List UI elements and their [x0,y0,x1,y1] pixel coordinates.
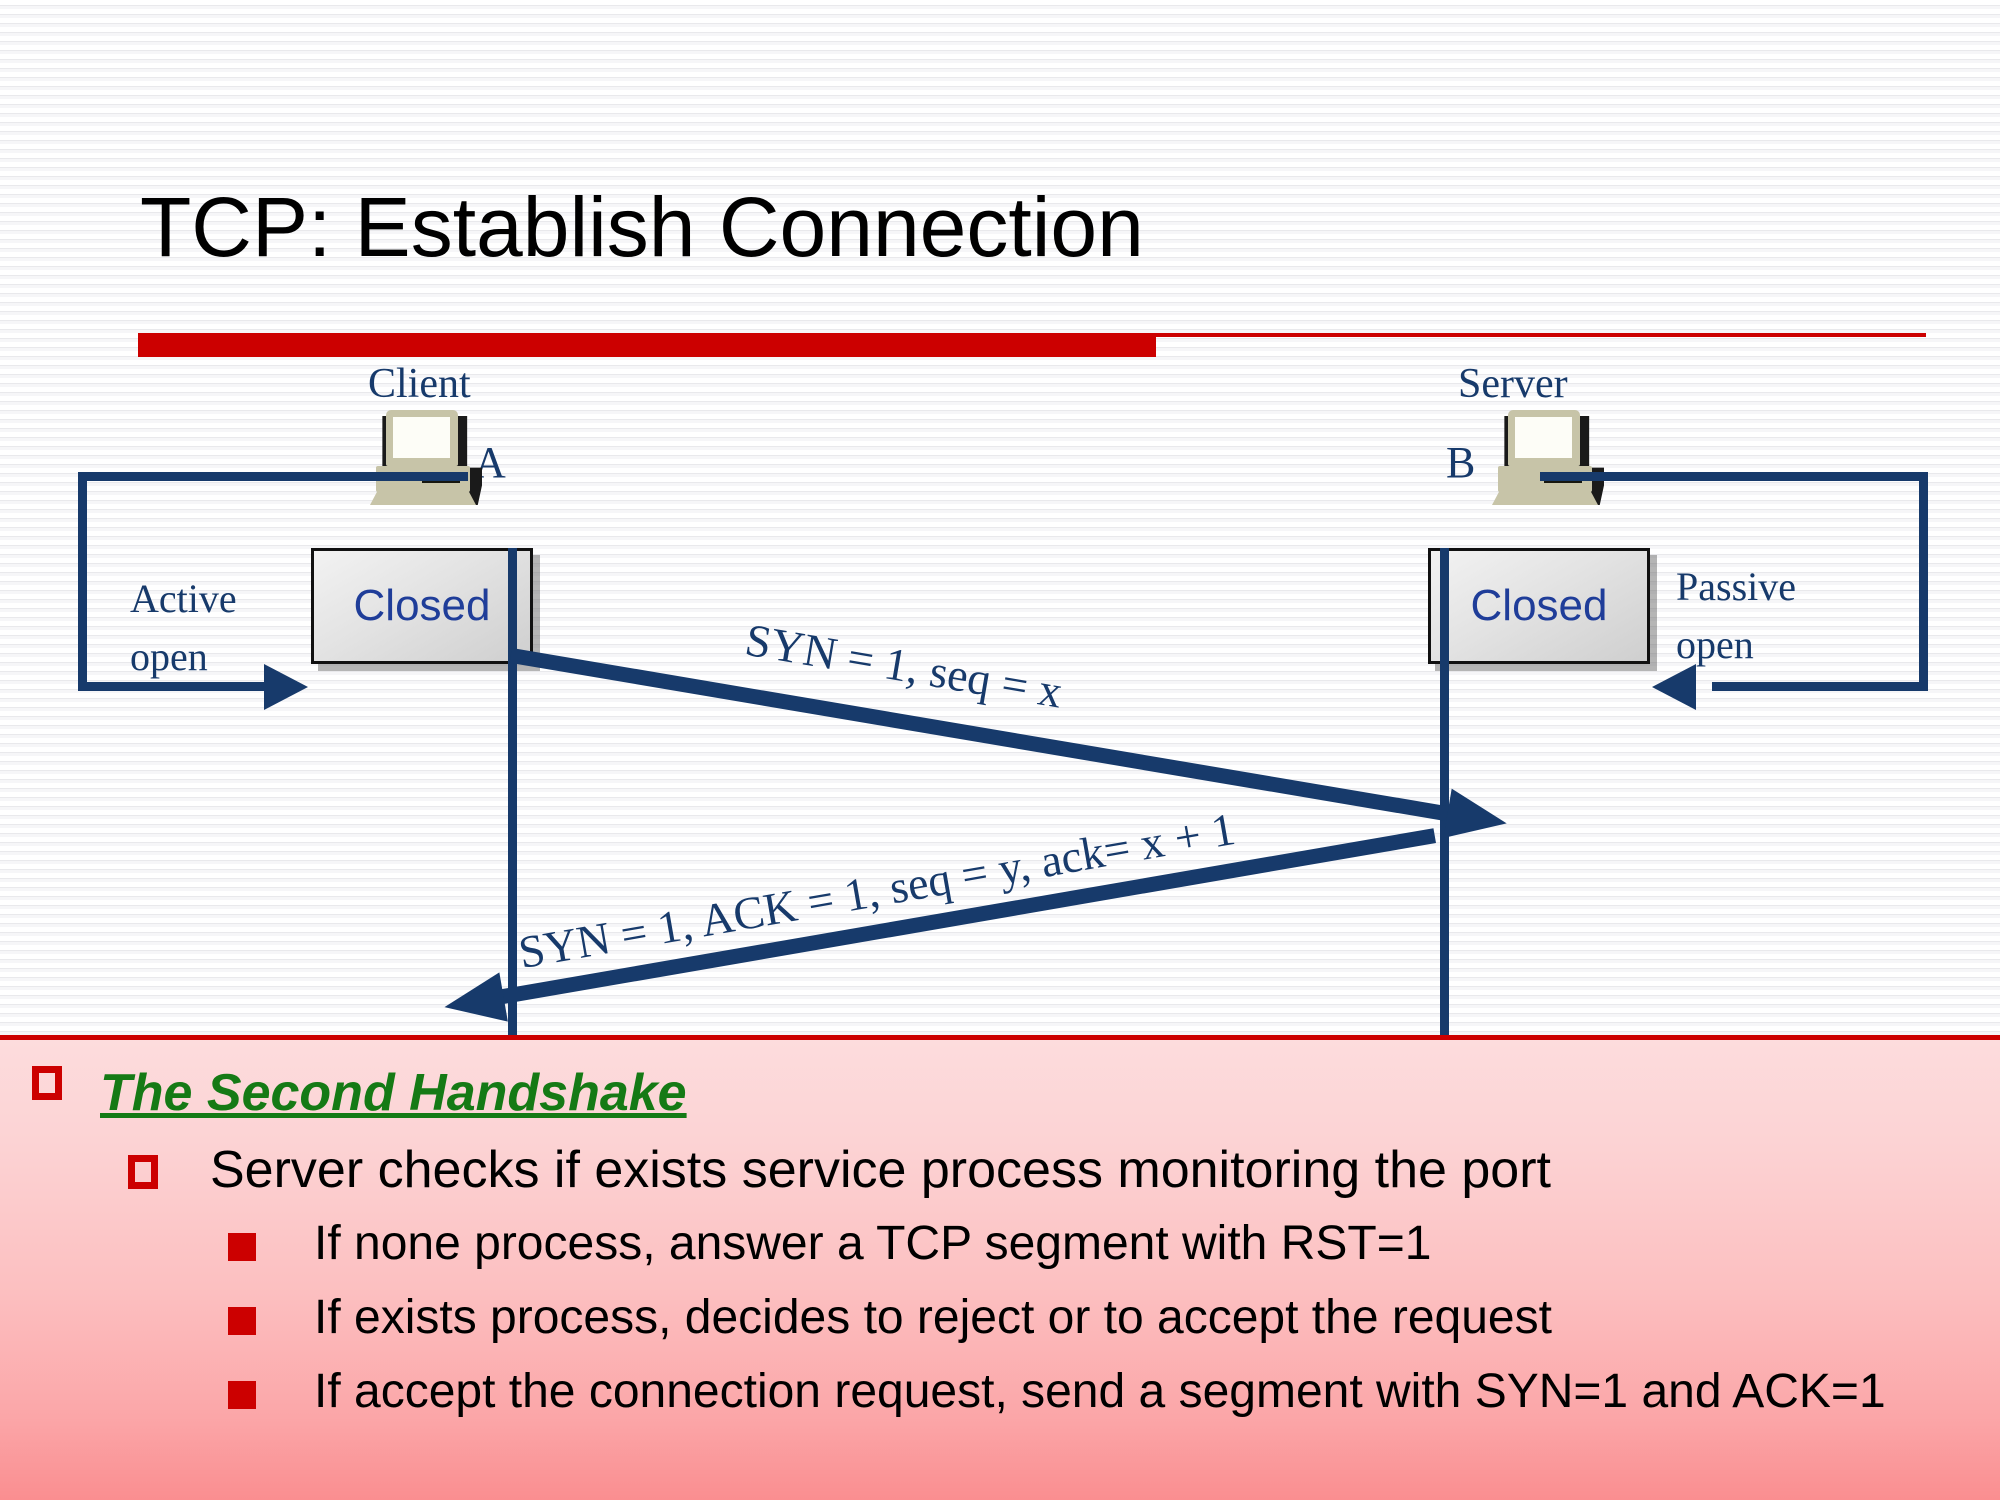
active-open-arrow-left-segment [78,472,87,691]
active-open-arrow-bottom-segment [78,682,278,691]
title-rule-thin [1156,333,1926,337]
client-lifeline [508,548,517,1040]
active-open-line-2: open [130,634,208,679]
note-level2-row: Server checks if exists service process … [128,1140,2000,1199]
solid-square-bullet-icon [228,1306,256,1335]
active-open-arrow-top-segment [78,472,468,481]
client-state-label: Closed [353,581,491,630]
note-level2-text: Server checks if exists service process … [210,1140,1551,1199]
computer-screen [393,417,450,458]
server-state-label: Closed [1470,581,1608,630]
note-level3-text: If accept the connection request, send a… [314,1364,1886,1418]
active-open-label: Active open [130,570,237,686]
arrowhead-icon [1443,788,1511,848]
hollow-square-bullet-icon [32,1066,62,1100]
client-role-label: Client [368,361,471,407]
active-open-arrowhead-icon [264,664,308,710]
client-computer-icon [370,410,482,505]
passive-open-arrow-top-segment [1540,472,1928,481]
passive-open-arrow-bottom-segment [1712,682,1928,691]
passive-open-arrow-right-segment [1919,472,1928,691]
server-host-letter: B [1446,438,1476,487]
client-state-box[interactable]: Closed [311,548,533,664]
server-lifeline [1440,548,1449,1040]
solid-square-bullet-icon [228,1380,256,1409]
passive-open-arrowhead-icon [1652,664,1696,710]
note-level3-row: If accept the connection request, send a… [228,1365,2000,1419]
solid-square-bullet-icon [228,1233,256,1262]
hollow-square-bullet-icon [128,1154,158,1189]
note-panel: The Second Handshake Server checks if ex… [0,1035,2000,1500]
note-heading: The Second Handshake [100,1064,687,1122]
note-level3-text: If none process, answer a TCP segment wi… [314,1217,1432,1271]
computer-foot [1492,491,1598,505]
passive-open-label: Passive open [1676,558,1796,674]
server-computer-icon [1492,410,1604,505]
page-title: TCP: Establish Connection [140,180,1144,274]
computer-screen [1515,417,1572,458]
computer-foot [370,491,476,505]
arrowhead-icon [440,972,508,1032]
server-role-label: Server [1458,361,1568,407]
passive-open-line-2: open [1676,622,1754,667]
server-state-box[interactable]: Closed [1428,548,1650,664]
note-level3-text: If exists process, decides to reject or … [314,1290,1552,1344]
note-heading-row: The Second Handshake [32,1066,2000,1121]
passive-open-line-1: Passive [1676,564,1796,609]
title-rule-thick [138,333,1156,357]
note-level3-row: If exists process, decides to reject or … [228,1291,2000,1345]
active-open-line-1: Active [130,576,237,621]
note-level3-row: If none process, answer a TCP segment wi… [228,1217,2000,1271]
